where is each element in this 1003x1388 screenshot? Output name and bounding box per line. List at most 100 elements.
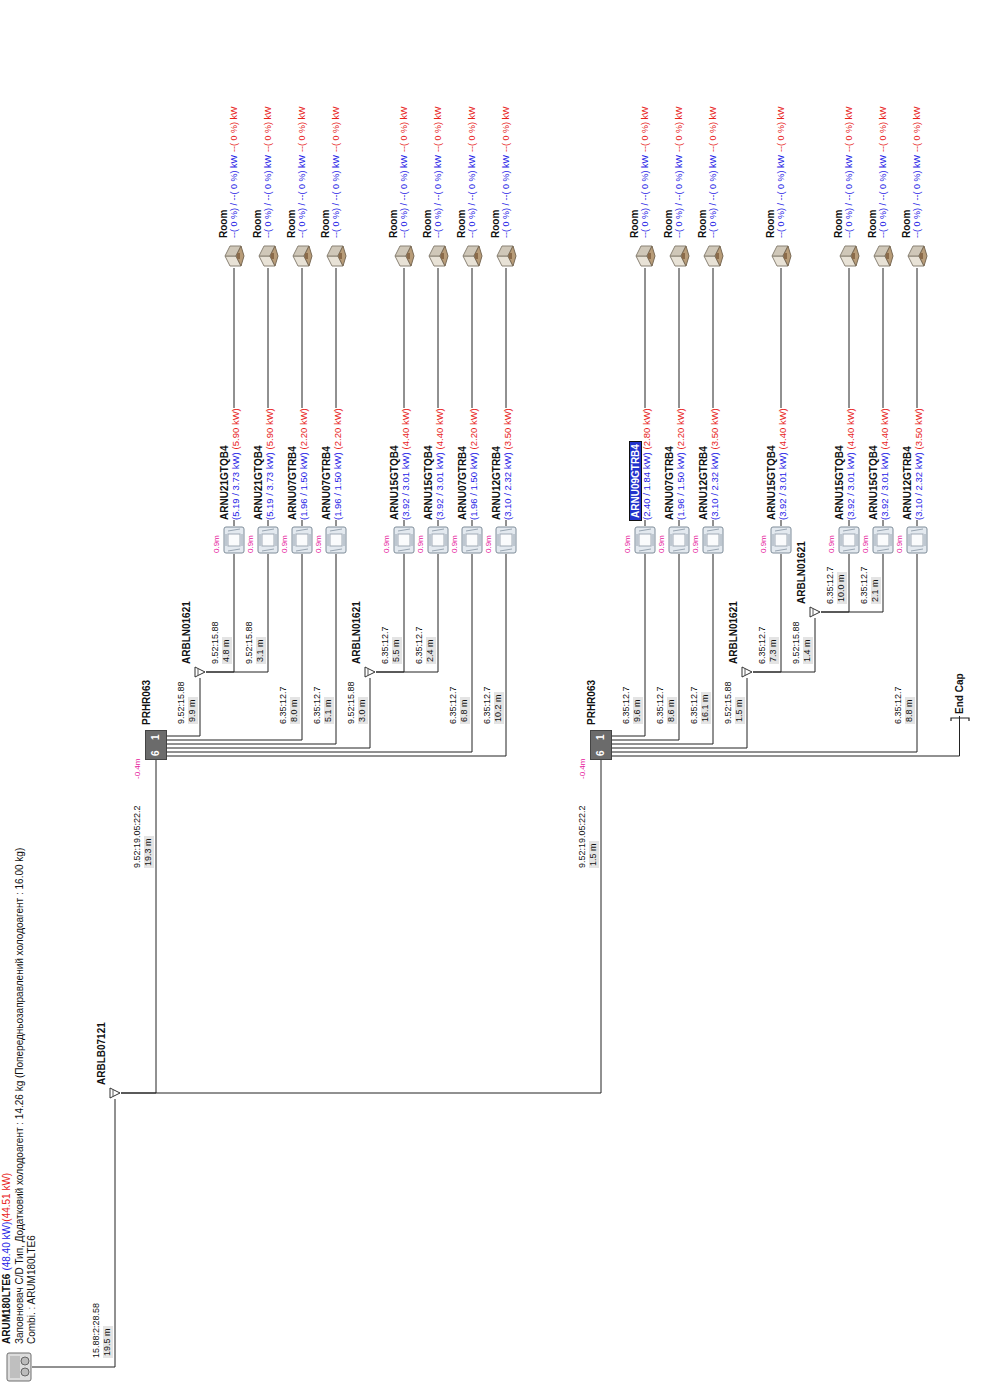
indoor-unit: 0.9mARNU21GTQB4(5.19 / 3.73 kW)(5.90 kW) bbox=[257, 526, 279, 554]
heating-capacity: (3.50 kW) bbox=[503, 408, 513, 449]
indoor-unit: 0.9mARNU12GTRB4(3.10 / 2.32 kW)(3.50 kW) bbox=[906, 526, 928, 554]
room-load-cooling: --( 0 %) / --( 0 %) kW bbox=[879, 155, 889, 238]
pipe-spec: 6.35:12.7 bbox=[826, 566, 836, 604]
cooling-capacity: (1.96 / 1.50 kW) bbox=[333, 452, 343, 520]
room-name: Room bbox=[286, 210, 297, 238]
pipe-length: 9.6 m bbox=[633, 697, 643, 724]
room-name: Room bbox=[388, 210, 399, 238]
room: Room--( 0 %) / --( 0 %) kW--( 0 %) kW bbox=[291, 244, 313, 268]
text-row: (3.92 / 3.01 kW)(4.40 kW) bbox=[435, 408, 445, 520]
pipe-length: 6.8 m bbox=[460, 697, 470, 724]
cassette-icon bbox=[291, 526, 313, 554]
room-icon bbox=[291, 244, 313, 268]
model-name: ARNU21GTQB4 bbox=[253, 446, 264, 520]
indoor-unit: 0.9mARNU09GTRB4(2.40 / 1.84 kW)(2.80 kW) bbox=[634, 526, 656, 554]
pipe-spec: 9.52:15.88 bbox=[347, 681, 357, 724]
pipe-length: 10.0 m bbox=[837, 572, 847, 604]
room: Room--( 0 %) / --( 0 %) kW--( 0 %) kW bbox=[461, 244, 483, 268]
refrigerant-pipe bbox=[753, 554, 781, 672]
text-row: (1.96 / 1.50 kW) (2.20 kW) bbox=[299, 408, 309, 520]
indoor-unit: 0.9mARNU15GTQB4(3.92 / 3.01 kW)(4.40 kW) bbox=[872, 526, 894, 554]
room-load-heating: --( 0 %) kW bbox=[913, 107, 923, 153]
room-load-cooling: --( 0 %) / --( 0 %) kW bbox=[434, 155, 444, 238]
room-load-cooling: --( 0 %) / --( 0 %) kW bbox=[777, 155, 787, 238]
text-row: --( 0 %) / --( 0 %) kW--( 0 %) kW bbox=[709, 107, 719, 239]
text-row: --( 0 %) / --( 0 %) kW --( 0 %) kW bbox=[434, 107, 444, 239]
model-name: ARNU15GTQB4 bbox=[834, 446, 845, 520]
cooling-capacity: (1.96 / 1.50 kW) bbox=[469, 452, 479, 520]
room-name: Room bbox=[320, 210, 331, 238]
branch-name: ARBLN01621 bbox=[796, 541, 807, 604]
heat-recovery-unit: 61PRHR063-0.4m bbox=[145, 730, 167, 760]
branch-joint: ARBLN01621 bbox=[364, 666, 376, 678]
branch-symbol bbox=[741, 666, 753, 678]
room: Room--( 0 %) / --( 0 %) kW--( 0 %) kW bbox=[702, 244, 724, 268]
install-height: 0.9m bbox=[828, 535, 837, 553]
room-load-heating: --( 0 %) kW bbox=[298, 107, 308, 153]
pipe-length: 19.5 m bbox=[103, 1326, 113, 1358]
cooling-capacity: (3.92 / 3.01 kW) bbox=[401, 452, 411, 520]
indoor-unit: 0.9mARNU21GTQB4(5.19 / 3.73 kW)(5.90 kW) bbox=[223, 526, 245, 554]
cassette-icon bbox=[770, 526, 792, 554]
room: Room--( 0 %) / --( 0 %) kW--( 0 %) kW bbox=[770, 244, 792, 268]
pipe-length: 1.4 m bbox=[803, 637, 813, 664]
room-load-cooling: --( 0 %) / --( 0 %) kW bbox=[230, 155, 240, 238]
end-cap: End Cap bbox=[953, 671, 966, 716]
cooling-capacity: (3.92 / 3.01 kW) bbox=[880, 452, 890, 520]
refrigerant-pipe bbox=[612, 554, 645, 736]
model-name: ARNU15GTQB4 bbox=[423, 446, 434, 520]
pipe-length: 16.1 m bbox=[701, 692, 711, 724]
room-load-cooling: --( 0 %) / --( 0 %) kW bbox=[298, 155, 308, 238]
indoor-unit: 0.9mARNU15GTQB4(3.92 / 3.01 kW)(4.40 kW) bbox=[838, 526, 860, 554]
cooling-capacity: (5.19 / 3.73 kW) bbox=[265, 452, 275, 520]
pipe-spec: 9.52:15.88 bbox=[724, 681, 734, 724]
cooling-capacity: (2.40 / 1.84 kW) bbox=[642, 452, 652, 520]
pipe-spec: 9.52:15.88 bbox=[792, 621, 802, 664]
room: Room--( 0 %) / --( 0 %) kW--( 0 %) kW bbox=[634, 244, 656, 268]
outdoor-unit-icon bbox=[6, 1352, 32, 1382]
pipe-length: 7.3 m bbox=[769, 637, 779, 664]
branch-name: ARBLN01621 bbox=[728, 601, 739, 664]
heating-capacity: (4.40 kW) bbox=[401, 408, 411, 449]
heating-capacity: (5.90 kW) bbox=[265, 408, 275, 449]
room-icon bbox=[838, 244, 860, 268]
refrigerant-pipe bbox=[121, 760, 156, 1093]
heat-recovery-name: PRHR063 bbox=[141, 680, 152, 725]
install-height: 0.9m bbox=[451, 535, 460, 553]
room-name: Room bbox=[218, 210, 229, 238]
outdoor-unit: ARUM180LTE6(48.40 kW)(44.51 kW)Заповнюва… bbox=[6, 1352, 32, 1382]
branch-joint: ARBLB07121 bbox=[109, 1087, 121, 1099]
text-row: --( 0 %) / --( 0 %) kW--( 0 %) kW bbox=[675, 107, 685, 239]
cassette-icon bbox=[223, 526, 245, 554]
indoor-unit: 0.9mARNU12GTRB4(3.10 / 2.32 kW)(3.50 kW) bbox=[702, 526, 724, 554]
branch-symbol bbox=[194, 666, 206, 678]
heating-capacity: (4.40 kW) bbox=[880, 408, 890, 449]
text-row: (5.19 / 3.73 kW)(5.90 kW) bbox=[231, 408, 241, 520]
room: Room--( 0 %) / --( 0 %) kW--( 0 %) kW bbox=[495, 244, 517, 268]
model-name: ARUM180LTE6 bbox=[1, 1274, 12, 1344]
model-name: ARNU07GTRB4 bbox=[287, 446, 298, 520]
room-icon bbox=[427, 244, 449, 268]
text-row: --( 0 %) / --( 0 %) kW--( 0 %) kW bbox=[641, 107, 651, 239]
cooling-capacity: (1.96 / 1.50 kW) bbox=[299, 452, 309, 520]
heating-capacity: (2.20 kW) bbox=[299, 408, 309, 449]
heating-capacity: (3.50 kW) bbox=[710, 408, 720, 449]
branch-name: ARBLN01621 bbox=[351, 601, 362, 664]
text-row: (3.10 / 2.32 kW)(3.50 kW) bbox=[914, 408, 924, 520]
cassette-icon bbox=[668, 526, 690, 554]
cassette-icon bbox=[461, 526, 483, 554]
pipe-spec: 6.35:12.7 bbox=[313, 686, 323, 724]
end-cap-label: End Cap bbox=[953, 673, 966, 714]
indoor-unit: 0.9mARNU12GTRB4(3.10 / 2.32 kW)(3.50 kW) bbox=[495, 526, 517, 554]
room-load-heating: --( 0 %) kW bbox=[230, 107, 240, 153]
text-row: (1.96 / 1.50 kW)(2.20 kW) bbox=[469, 408, 479, 520]
heating-capacity: (4.40 kW) bbox=[778, 408, 788, 449]
room-load-cooling: --( 0 %) / --( 0 %) kW bbox=[845, 155, 855, 238]
room-load-heating: --( 0 %) kW bbox=[434, 107, 444, 153]
port-number: 1 bbox=[595, 734, 606, 740]
height-offset: -0.4m bbox=[134, 759, 143, 779]
room-icon bbox=[872, 244, 894, 268]
room-icon bbox=[257, 244, 279, 268]
room-icon bbox=[495, 244, 517, 268]
